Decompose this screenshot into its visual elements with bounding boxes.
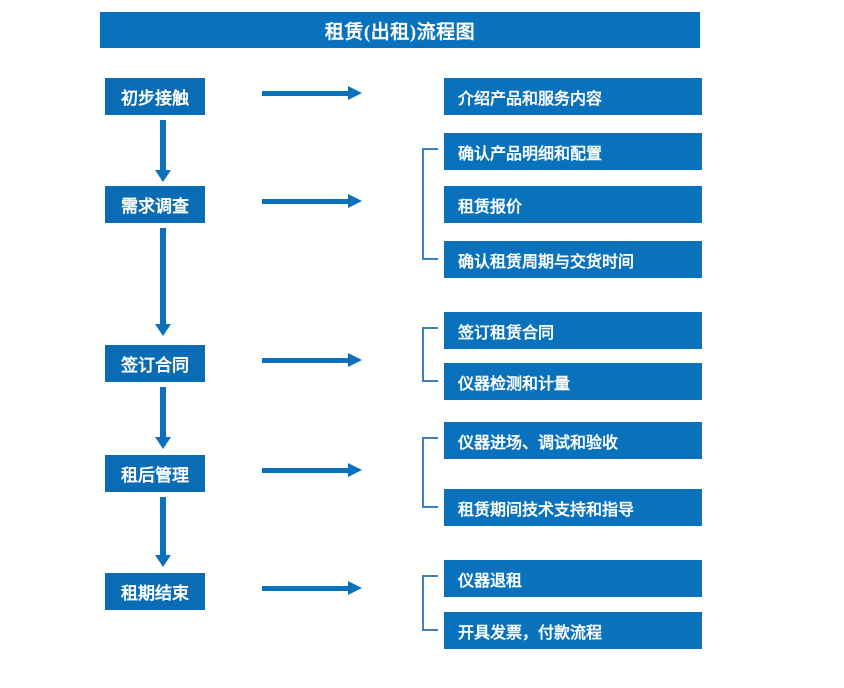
detail-box-3[interactable]: 租赁报价 xyxy=(444,186,702,223)
horizontal-arrow-icon-5 xyxy=(262,581,362,595)
group-bracket-1 xyxy=(422,148,438,260)
detail-box-10[interactable]: 开具发票，付款流程 xyxy=(444,612,702,649)
stage-box-3[interactable]: 签订合同 xyxy=(105,345,205,382)
detail-box-6[interactable]: 仪器检测和计量 xyxy=(444,363,702,400)
horizontal-arrow-icon-3 xyxy=(262,353,362,367)
page-title: 租赁(出租)流程图 xyxy=(100,12,700,48)
horizontal-arrow-icon-1 xyxy=(262,86,362,100)
vertical-arrow-icon-4 xyxy=(155,497,171,567)
stage-box-1[interactable]: 初步接触 xyxy=(105,78,205,115)
detail-box-5[interactable]: 签订租赁合同 xyxy=(444,312,702,349)
group-bracket-2 xyxy=(422,327,438,382)
vertical-arrow-icon-1 xyxy=(155,120,171,182)
stage-box-5[interactable]: 租期结束 xyxy=(105,573,205,610)
detail-box-4[interactable]: 确认租赁周期与交货时间 xyxy=(444,241,702,278)
group-bracket-4 xyxy=(422,575,438,631)
stage-box-4[interactable]: 租后管理 xyxy=(105,455,205,492)
detail-box-9[interactable]: 仪器退租 xyxy=(444,560,702,597)
detail-box-7[interactable]: 仪器进场、调试和验收 xyxy=(444,422,702,459)
vertical-arrow-icon-3 xyxy=(155,387,171,449)
stage-box-2[interactable]: 需求调查 xyxy=(105,186,205,223)
horizontal-arrow-icon-4 xyxy=(262,463,362,477)
vertical-arrow-icon-2 xyxy=(155,228,171,336)
horizontal-arrow-icon-2 xyxy=(262,194,362,208)
detail-box-1[interactable]: 介绍产品和服务内容 xyxy=(444,78,702,115)
detail-box-2[interactable]: 确认产品明细和配置 xyxy=(444,133,702,170)
detail-box-8[interactable]: 租赁期间技术支持和指导 xyxy=(444,489,702,526)
group-bracket-3 xyxy=(422,437,438,508)
